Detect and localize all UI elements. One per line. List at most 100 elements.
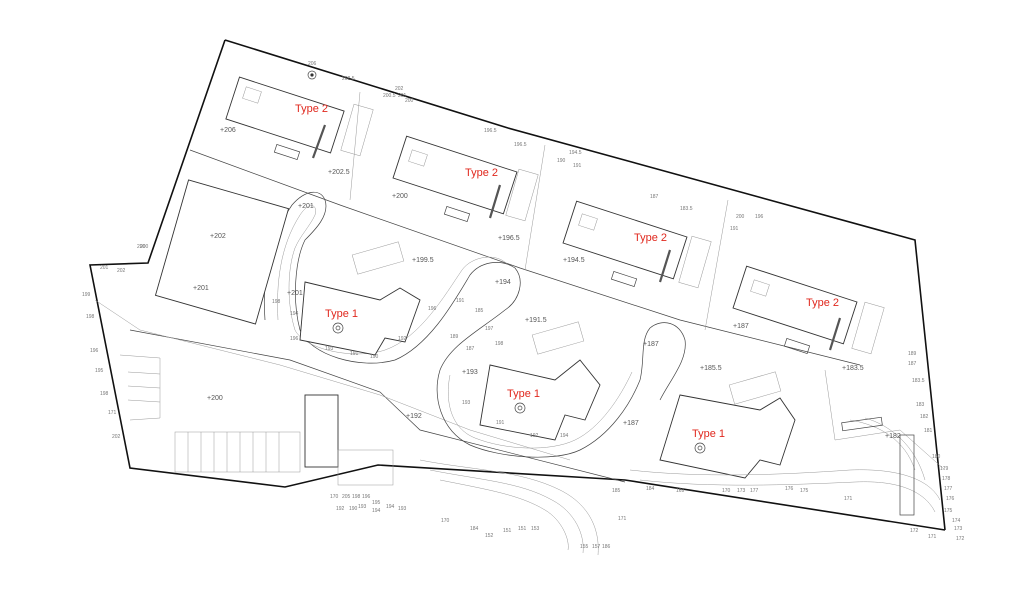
elevation-label: +201: [298, 203, 314, 210]
contour-label: 189: [908, 351, 917, 357]
contour-label: 191: [496, 420, 505, 426]
elevation-label: +196.5: [498, 235, 520, 242]
contour-label: 190: [370, 354, 379, 360]
contour-labels: 206202.5202201200.5200196.5196.5194.5190…: [82, 61, 965, 550]
contour-label: 202: [112, 434, 121, 440]
contour-label: 190: [349, 506, 358, 512]
building-type1-a[interactable]: Type 1: [299, 281, 421, 356]
contour-label: 186: [602, 544, 611, 550]
building-label: Type 2: [806, 297, 839, 309]
contour-label: 200: [736, 214, 745, 220]
building-type2-a[interactable]: Type 2: [225, 76, 345, 159]
contour-label: 196: [362, 494, 371, 500]
contour-label: 171: [844, 496, 853, 502]
elevation-label: +202: [210, 233, 226, 240]
building-type1-c[interactable]: Type 1: [659, 394, 796, 479]
contour-label: 187: [650, 194, 659, 200]
contour-label: 151: [503, 528, 512, 534]
contour-label: 170: [722, 488, 731, 494]
elevation-label: +206: [220, 127, 236, 134]
contour-label: 170: [441, 518, 450, 524]
elevation-label: +187: [623, 420, 639, 427]
parking-stalls: [119, 354, 301, 473]
contour-label: 195: [95, 368, 104, 374]
building-type1-b[interactable]: Type 1: [479, 359, 601, 441]
contour-label: 171: [618, 516, 627, 522]
contour-label: 198: [352, 494, 361, 500]
contour-label: 184: [470, 526, 479, 532]
contour-label: 183.5: [680, 206, 693, 212]
contour-label: 171: [108, 410, 117, 416]
elevation-label: +199.5: [412, 257, 434, 264]
contour-label: 193: [325, 346, 334, 352]
contour-label: 184: [646, 486, 655, 492]
contour-label: 182: [920, 414, 929, 420]
elevation-label: +193: [462, 369, 478, 376]
contour-label: 190: [557, 158, 566, 164]
contour-label: 192: [530, 433, 539, 439]
elevation-label: +194: [495, 279, 511, 286]
contour-label: 205: [342, 494, 351, 500]
building-label: Type 2: [295, 103, 328, 115]
contour-label: 198: [495, 341, 504, 347]
contour-label: 193: [462, 400, 471, 406]
terrain-contours: [419, 417, 941, 556]
elevation-label: +202.5: [328, 169, 350, 176]
building-label: Type 1: [692, 428, 725, 440]
contour-label: 174: [952, 518, 961, 524]
elevation-label: +187: [733, 323, 749, 330]
elevation-label: +185.5: [700, 365, 722, 372]
contour-label: 200: [140, 244, 149, 250]
contour-label: 189: [450, 334, 459, 340]
contour-label: 196: [90, 348, 99, 354]
contour-label: 198: [272, 299, 281, 305]
contour-label: 200: [137, 244, 146, 250]
contour-label: 185: [475, 308, 484, 314]
elevation-label: +182: [885, 433, 901, 440]
building-type2-c[interactable]: Type 2: [562, 200, 688, 283]
contour-label: 196: [428, 306, 437, 312]
contour-label: 179: [940, 466, 949, 472]
secondary-structures: [154, 103, 885, 486]
contour-label: 195: [372, 500, 381, 506]
contour-label: 173: [954, 526, 963, 532]
contour-label: 200.5: [383, 93, 396, 99]
contour-label: 157: [592, 544, 601, 550]
site-boundary: [89, 39, 946, 531]
contour-label: 202: [117, 268, 126, 274]
contour-label: 173: [737, 488, 746, 494]
elevation-label: +191.5: [525, 317, 547, 324]
contour-label: 206: [308, 61, 317, 67]
contour-label: 191: [730, 226, 739, 232]
parcel-lines: [94, 91, 946, 483]
contour-label: 200: [405, 98, 414, 104]
elevation-label: +200: [207, 395, 223, 402]
contour-label: 198: [86, 314, 95, 320]
contour-label: 191: [456, 298, 465, 304]
stairs: [273, 144, 915, 516]
contour-label: 176: [946, 496, 955, 502]
elevation-label: +194.5: [563, 257, 585, 264]
building-type2-d[interactable]: Type 2: [732, 265, 858, 351]
contour-label: 183: [916, 402, 925, 408]
contour-label: 181: [924, 428, 933, 434]
contour-label: 194: [560, 433, 569, 439]
elevation-label: +201: [287, 290, 303, 297]
contour-label: 172: [956, 536, 965, 542]
contour-label: 196.5: [484, 128, 497, 134]
building-label: Type 2: [465, 167, 498, 179]
contour-label: 185: [612, 488, 621, 494]
contour-label: 193: [358, 504, 367, 510]
contour-label: 192: [336, 506, 345, 512]
contour-label: 171: [928, 534, 937, 540]
building-type2-b[interactable]: Type 2: [392, 135, 518, 219]
contour-label: 201: [100, 265, 109, 271]
north-arrow-icon: [307, 70, 317, 80]
contour-label: 191: [573, 163, 582, 169]
contour-label: 180: [932, 454, 941, 460]
contour-label: 201: [398, 93, 407, 99]
building-label: Type 1: [325, 308, 358, 320]
contour-label: 194: [372, 508, 381, 514]
contour-label: 175: [944, 508, 953, 514]
contour-label: 196: [290, 336, 299, 342]
